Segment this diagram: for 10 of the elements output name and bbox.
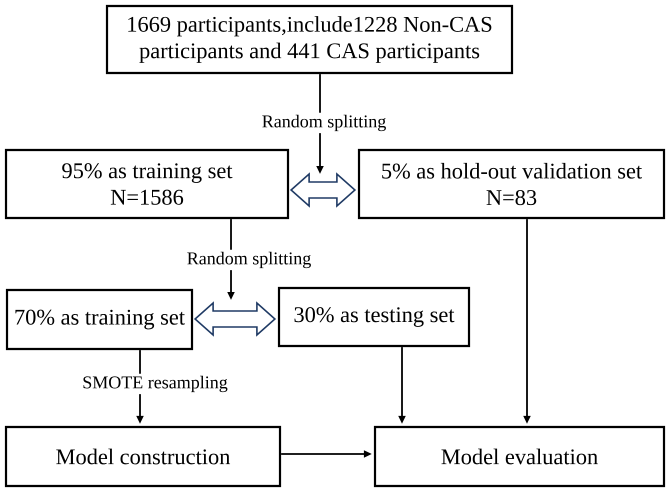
process-box: 30% as testing set — [278, 286, 470, 348]
edge-label: Random splitting — [260, 112, 388, 134]
process-box: 1669 participants,include1228 Non-CAS participants and 441 CAS participants — [106, 4, 514, 74]
process-box: 5% as hold-out validation set N=83 — [358, 148, 666, 220]
process-box: Model evaluation — [374, 426, 666, 488]
process-box: 95% as training set N=1586 — [4, 148, 290, 220]
edge-label: SMOTE resampling — [80, 374, 230, 394]
process-box: 70% as training set — [6, 288, 194, 350]
process-box: Model construction — [4, 426, 282, 488]
edge-label: Random splitting — [184, 250, 314, 270]
